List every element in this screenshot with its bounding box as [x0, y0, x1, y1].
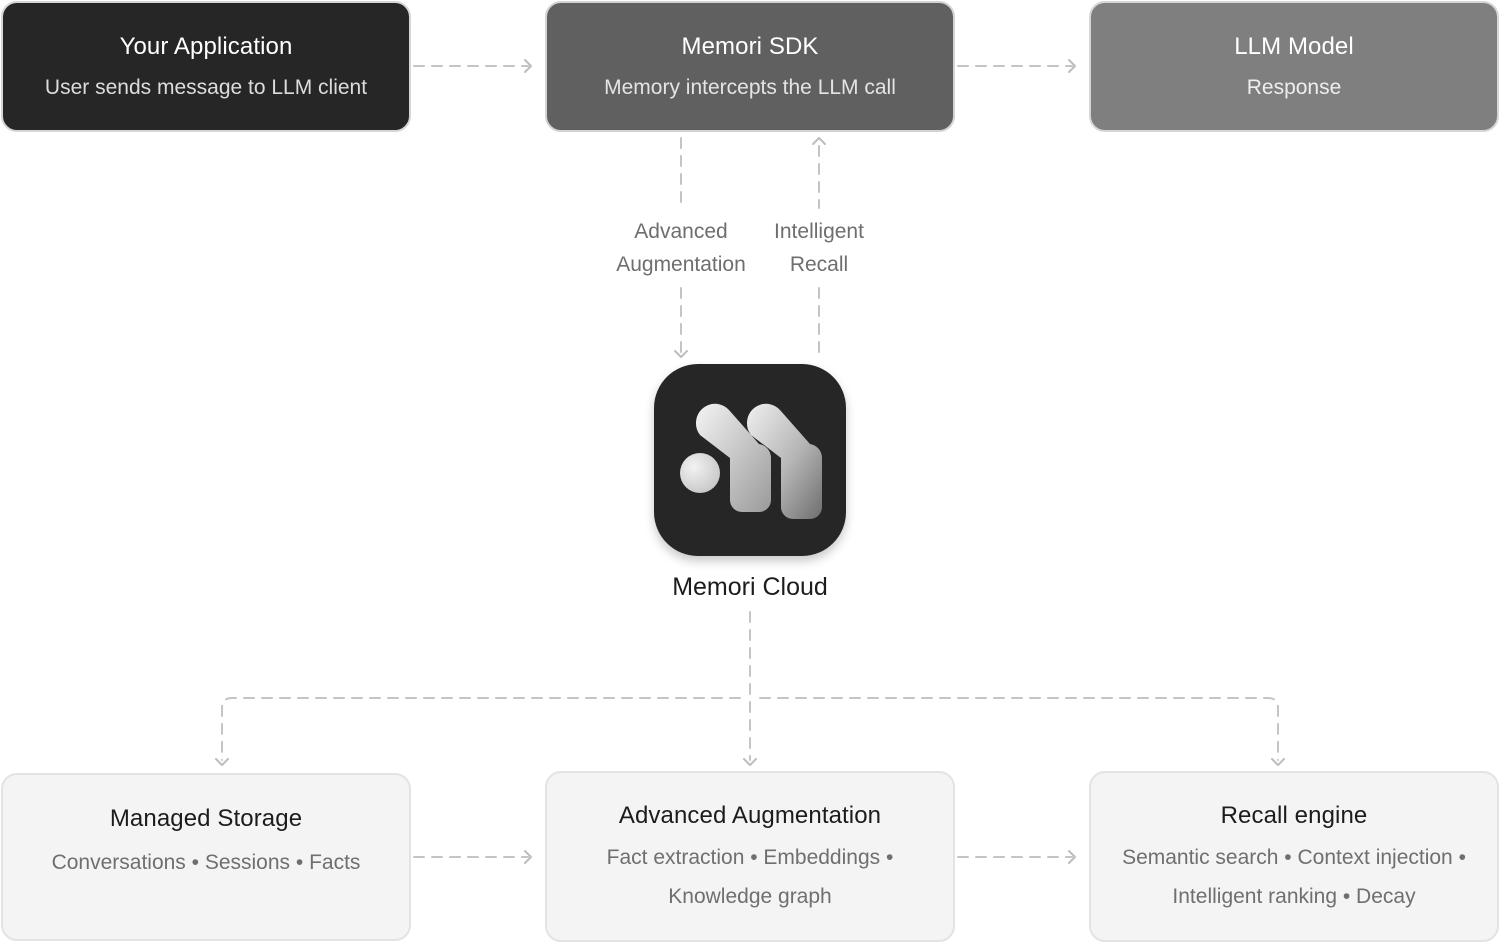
- box-subtitle: Memory intercepts the LLM call: [604, 76, 896, 99]
- branch-left: [221, 697, 741, 761]
- box-title: Recall engine: [1220, 802, 1368, 829]
- box-title: Memori SDK: [681, 33, 819, 60]
- arrowhead-down: [674, 350, 688, 358]
- arrowhead-right: [1068, 59, 1076, 73]
- branch-right: [759, 697, 1279, 761]
- arrowhead-right: [524, 59, 532, 73]
- memori-sdk-box: Memori SDK Memory intercepts the LLM cal…: [545, 1, 955, 132]
- memori-logo-icon: [654, 364, 846, 556]
- intelligent-recall-label: Intelligent Recall: [760, 215, 878, 281]
- box-subtitle: User sends message to LLM client: [44, 76, 368, 99]
- arrowhead-right: [1068, 850, 1076, 864]
- managed-storage-box: Managed Storage Conversations • Sessions…: [1, 773, 411, 941]
- label-line: Augmentation: [616, 253, 746, 276]
- box-title: Advanced Augmentation: [618, 802, 882, 829]
- arrowhead-down: [1271, 758, 1285, 766]
- box-subtitle: Semantic search • Context injection • In…: [1122, 846, 1466, 908]
- arrowhead-down: [215, 758, 229, 766]
- box-subtitle: Fact extraction • Embeddings • Knowledge…: [606, 846, 894, 908]
- label-line: Intelligent: [774, 220, 864, 243]
- memori-cloud-label: Memori Cloud: [672, 573, 828, 601]
- box-title: Managed Storage: [109, 805, 303, 832]
- box-subtitle: Response: [1246, 76, 1342, 99]
- box-title: LLM Model: [1234, 33, 1354, 60]
- label-line: Recall: [789, 253, 849, 276]
- your-application-box: Your Application User sends message to L…: [1, 1, 411, 132]
- llm-model-box: LLM Model Response: [1089, 1, 1499, 132]
- box-subtitle: Conversations • Sessions • Facts: [51, 851, 361, 874]
- box-title: Your Application: [119, 33, 293, 60]
- advanced-augmentation-label: Advanced Augmentation: [605, 215, 757, 281]
- advanced-augmentation-box: Advanced Augmentation Fact extraction • …: [545, 771, 955, 942]
- recall-engine-box: Recall engine Semantic search • Context …: [1089, 771, 1499, 942]
- label-line: Advanced: [634, 220, 728, 243]
- arrowhead-down: [743, 758, 757, 766]
- arrowhead-right: [524, 850, 532, 864]
- arrowhead-up: [812, 137, 826, 145]
